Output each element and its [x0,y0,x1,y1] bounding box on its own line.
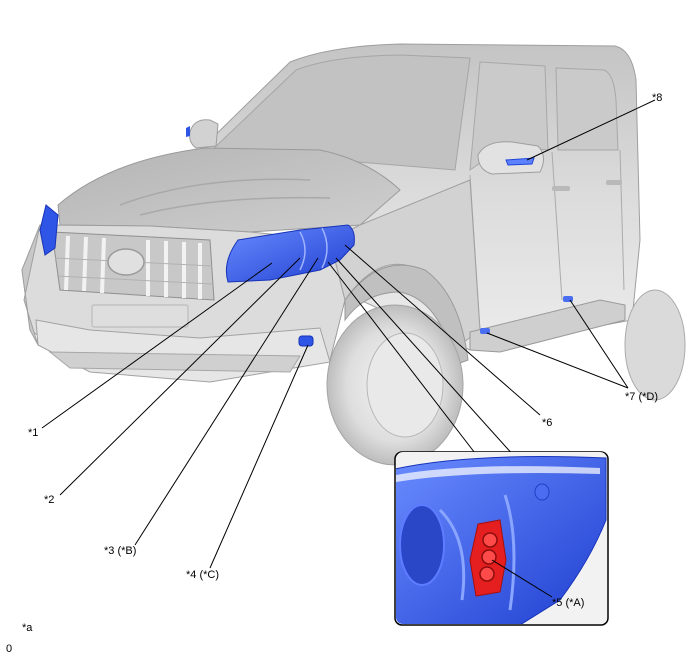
highlighted-parts [39,126,573,347]
running-board [469,299,626,353]
fog-light [298,335,314,347]
rear-step-light [563,296,573,302]
wheel-arch [344,264,469,366]
legend-key: *a [22,622,33,634]
inset-lens-trim [438,494,516,611]
right-mirror [477,141,544,175]
callout-labels: *1 *2 *3 (*B) *4 (*C) *5 (*A) *6 *7 (*D)… [6,92,662,655]
leader-5 [491,559,553,598]
leader-4 [209,344,309,569]
front-step-light [480,328,490,334]
headlight-lens-lines [299,227,328,271]
callout-4: *4 (*C) [186,569,219,581]
left-mirror-light [186,126,190,137]
hood-ridge [119,178,331,216]
callout-3: *3 (*B) [104,545,136,557]
left-side-edge [21,224,41,346]
leader-7a [486,332,629,389]
left-mirror [189,119,219,149]
leader-2 [59,257,301,496]
leader-8 [526,99,656,161]
inset-link-right [335,257,516,458]
inset-link-left [327,261,479,458]
vehicle-body [21,43,686,466]
callout-1: *1 [28,427,38,439]
rear-side-window [555,67,619,151]
callout-2: *2 [44,494,54,506]
inset-led-2 [481,549,497,565]
inset-reflector [399,504,445,586]
bumper-intake [48,351,301,373]
leader-6 [344,244,541,416]
callout-6: *6 [542,417,552,429]
leader-1 [41,262,273,429]
front-door-handle [552,186,570,191]
callout-8: *8 [652,92,662,104]
callout-7: *7 (*D) [625,391,658,403]
inset-led-1 [482,532,498,548]
front-wheel-rim [366,332,444,438]
callout-5: *5 (*A) [552,597,584,609]
inset-white-trim [396,466,600,482]
license-plate-area [91,304,189,328]
rear-tire [624,289,686,401]
inset-fitting [534,483,550,501]
inset-led-3 [479,566,495,582]
windshield [210,54,471,171]
leader-3 [134,257,319,546]
hood [57,147,401,233]
left-headlight [39,204,59,256]
emblem [107,248,145,276]
leader-7b [569,299,629,389]
legend-value: 0 [6,643,12,655]
rear-door-handle [606,180,622,185]
leader-lines [41,99,656,569]
headlight-inset [394,451,609,626]
